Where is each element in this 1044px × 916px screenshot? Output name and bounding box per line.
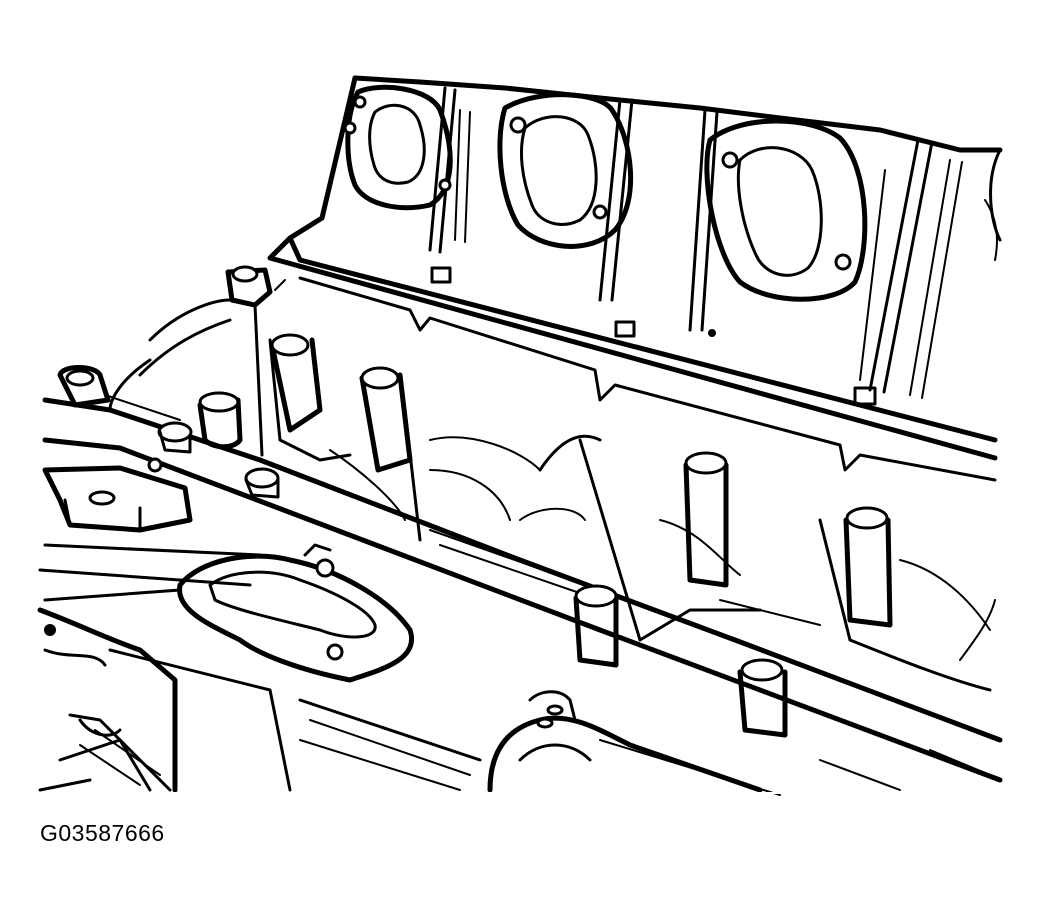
figure-code-label: G03587666 — [40, 820, 165, 846]
exhaust-ports — [345, 87, 865, 337]
cylinder-head — [270, 78, 1000, 480]
lower-left-flange — [40, 459, 990, 795]
engine-block — [45, 267, 1000, 780]
